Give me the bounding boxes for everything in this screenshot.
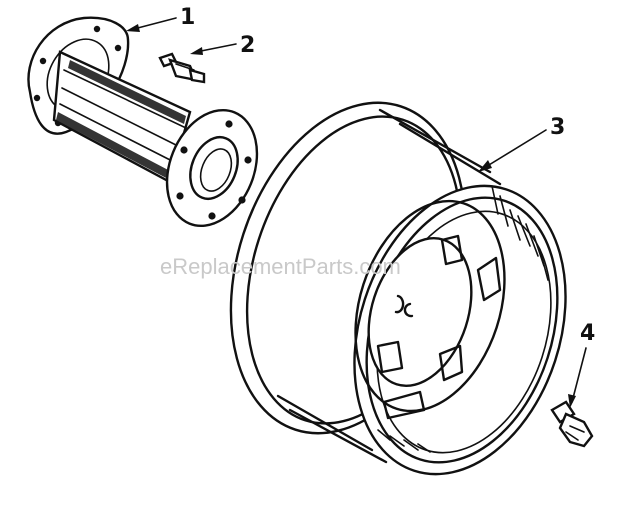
callout-3: 3 — [550, 115, 565, 140]
wheel-hub-spacer-icon — [27, 16, 259, 228]
callout-2: 2 — [240, 33, 255, 58]
callout-4: 4 — [580, 321, 595, 346]
lug-bolt-icon — [550, 400, 594, 448]
leader-lines — [126, 17, 587, 408]
watermark: eReplacementParts.com — [160, 254, 401, 279]
wheel-rim-icon — [229, 101, 567, 476]
grease-fitting-icon — [158, 52, 206, 84]
callout-1: 1 — [180, 5, 195, 30]
